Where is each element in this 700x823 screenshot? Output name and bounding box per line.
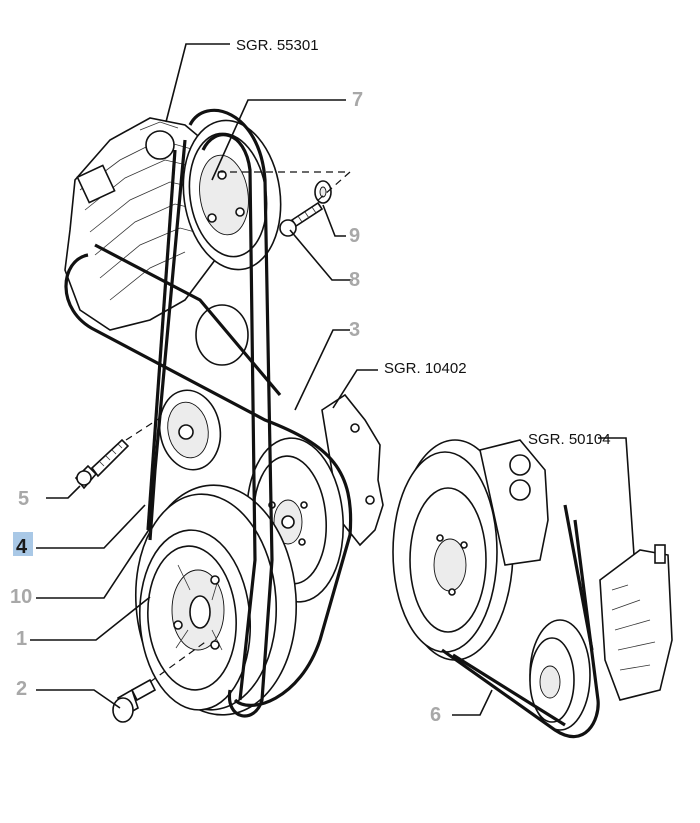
bolt-2 <box>112 639 209 723</box>
callout-1[interactable]: 1 <box>16 628 27 650</box>
washer-9 <box>314 180 332 204</box>
compressor-belt-6 <box>441 504 600 739</box>
callout-3[interactable]: 3 <box>349 319 360 341</box>
callout-6[interactable]: 6 <box>430 704 441 726</box>
centerline-7 <box>218 171 352 203</box>
callout-4[interactable]: 4 <box>16 536 28 558</box>
callout-8[interactable]: 8 <box>349 269 360 291</box>
ref-alternator-group: SGR. 55301 <box>236 37 319 54</box>
compressor-body <box>599 544 673 701</box>
ref-compressor-group: SGR. 50104 <box>528 431 611 448</box>
compressor-clutch-pulley <box>529 619 591 731</box>
ref-water-pump-group: SGR. 10402 <box>384 360 467 377</box>
crankshaft-pulley <box>134 484 298 716</box>
callout-2[interactable]: 2 <box>16 678 27 700</box>
leader-lines <box>30 43 635 716</box>
bolt-5 <box>74 417 161 490</box>
idler-pulley <box>158 304 249 471</box>
callout-10[interactable]: 10 <box>10 586 32 608</box>
callout-4-highlight <box>13 532 33 556</box>
callout-7[interactable]: 7 <box>352 89 363 111</box>
alternator-pulley <box>182 119 282 271</box>
callout-5[interactable]: 5 <box>18 488 29 510</box>
compressor-crank-pulley <box>392 439 549 661</box>
alternator-belt <box>146 108 274 718</box>
bolt-8 <box>279 201 324 237</box>
callout-9[interactable]: 9 <box>349 225 360 247</box>
